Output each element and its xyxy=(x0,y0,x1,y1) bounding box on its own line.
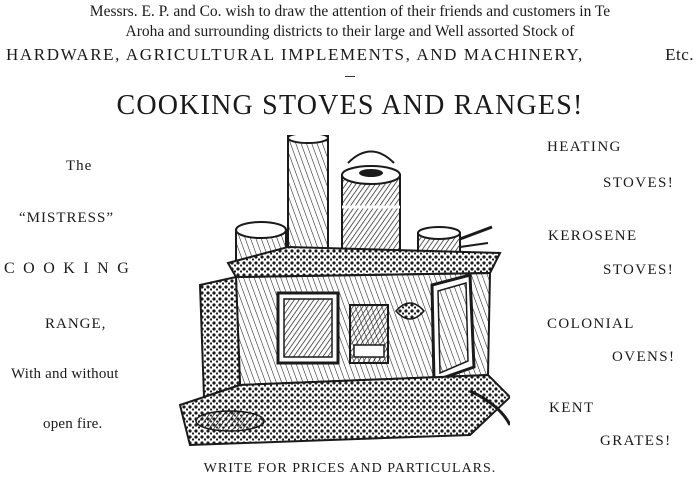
intro-line-2: Aroha and surrounding districts to their… xyxy=(125,23,575,40)
left-mistress: “MISTRESS” xyxy=(19,210,115,226)
etc-label: Etc. xyxy=(665,45,694,64)
right-heating-stoves: STOVES! xyxy=(603,175,675,191)
right-kerosene-stoves: STOVES! xyxy=(603,262,675,278)
stock-pot xyxy=(341,150,401,256)
stove-base xyxy=(178,373,510,447)
stock-categories: HARDWARE, AGRICULTURAL IMPLEMENTS, AND M… xyxy=(6,45,584,64)
right-colonial-ovens: OVENS! xyxy=(612,349,676,365)
right-kent-grates: GRATES! xyxy=(600,433,672,449)
right-kerosene: KEROSENE xyxy=(548,228,638,244)
footer-call-to-action: WRITE FOR PRICES AND PARTICULARS. xyxy=(203,461,497,476)
stove-top xyxy=(226,245,502,279)
intro-line-3: HARDWARE, AGRICULTURAL IMPLEMENTS, AND M… xyxy=(6,45,694,65)
left-cooking: COOKING xyxy=(4,260,138,277)
flue-pipe xyxy=(287,135,329,261)
intro-line-1: Messrs. E. P. and Co. wish to draw the a… xyxy=(89,3,611,20)
cooking-range-illustration xyxy=(178,135,510,447)
right-kent: KENT xyxy=(549,400,595,416)
right-colonial: COLONIAL xyxy=(547,316,635,332)
left-the: The xyxy=(66,158,93,174)
left-open-fire: open fire. xyxy=(43,416,103,432)
headline: COOKING STOVES AND RANGES! xyxy=(116,90,584,121)
stove-body xyxy=(198,271,492,399)
left-with-without: With and without xyxy=(11,366,119,382)
left-range: RANGE, xyxy=(45,316,107,332)
left-pan xyxy=(235,221,287,267)
divider-rule xyxy=(345,76,355,77)
right-heating: HEATING xyxy=(547,139,622,155)
